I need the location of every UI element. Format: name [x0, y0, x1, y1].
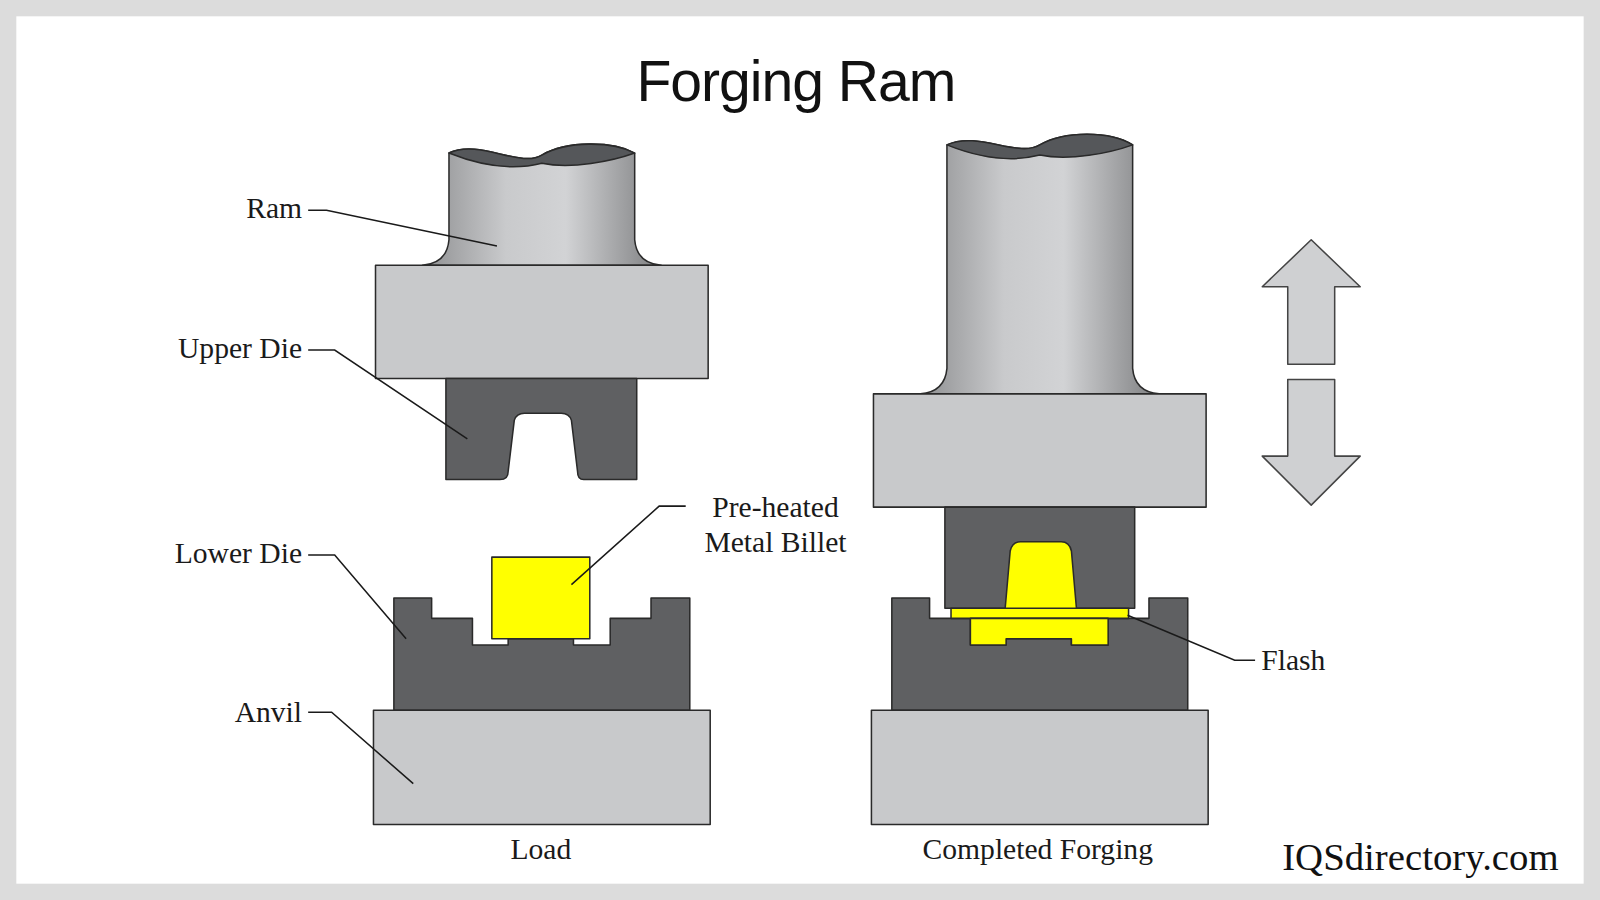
ram-plate: [376, 265, 709, 378]
forging: [970, 618, 1108, 645]
metal-billet: [492, 557, 590, 639]
ram-top: [449, 144, 635, 167]
anvil: [373, 710, 710, 824]
stage-caption: Completed Forging: [923, 831, 1153, 867]
upper-die: [446, 379, 637, 480]
leader-line: [308, 555, 406, 639]
ram-top: [947, 134, 1133, 159]
part-label: Lower Die: [175, 535, 302, 571]
leader-line: [1128, 615, 1256, 660]
ram: [422, 144, 661, 265]
ram: [920, 134, 1159, 394]
up-arrow: [1262, 240, 1360, 364]
leader-line: [308, 210, 497, 246]
forging: [1005, 542, 1076, 609]
title: Forging Ram: [636, 47, 955, 116]
leader-line: [308, 712, 413, 783]
anvil: [871, 710, 1208, 824]
part-label: Anvil: [235, 694, 302, 730]
watermark: IQSdirectory.com: [1282, 834, 1558, 881]
leader-line: [308, 350, 467, 439]
panel: [16, 16, 1583, 883]
stage-caption: Load: [510, 831, 571, 867]
ram-plate: [873, 394, 1206, 507]
part-label: Ram: [246, 190, 302, 226]
lower-die: [892, 598, 1188, 710]
part-label: Upper Die: [178, 330, 302, 366]
down-arrow: [1262, 380, 1360, 506]
leader-line: [571, 506, 685, 585]
part-label: Flash: [1261, 642, 1325, 678]
flash: [951, 608, 1129, 618]
part-label: Pre-heated Metal Billet: [686, 489, 865, 560]
